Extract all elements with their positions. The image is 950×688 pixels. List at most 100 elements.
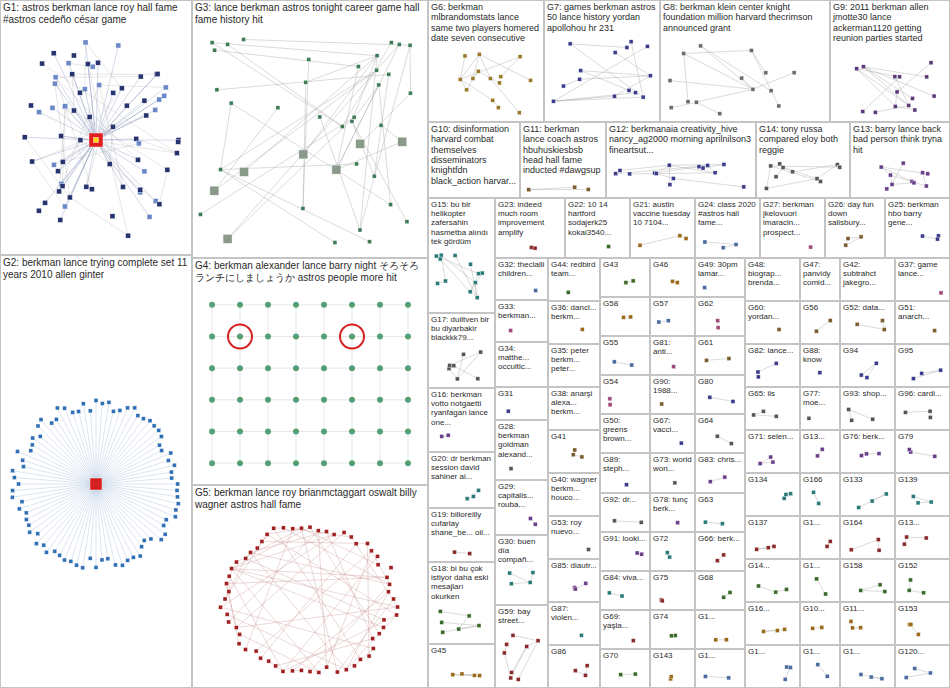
edge-line bbox=[324, 431, 352, 432]
vertex-dot bbox=[911, 494, 915, 498]
edge-line bbox=[96, 437, 161, 484]
vertex-dot bbox=[893, 75, 897, 79]
group-label: G1... bbox=[801, 560, 839, 571]
edge-line bbox=[455, 552, 470, 553]
vertex-dot bbox=[670, 279, 674, 283]
vertex-dot bbox=[237, 334, 243, 340]
group-box: G89: steph... bbox=[600, 453, 650, 493]
group-label: G153 bbox=[896, 603, 949, 614]
vertex-dot bbox=[377, 429, 383, 435]
vertex-dot bbox=[496, 106, 500, 110]
group-label: G1... bbox=[746, 646, 799, 657]
edge-line bbox=[501, 57, 520, 77]
vertex-dot bbox=[758, 462, 762, 466]
vertex-dot bbox=[928, 671, 932, 675]
vertex-dot bbox=[645, 44, 649, 48]
group-box: G22: 10 14 hartford sodajerk25 kokai3540… bbox=[565, 198, 630, 258]
vertex-dot bbox=[727, 676, 731, 680]
vertex-dot bbox=[628, 172, 632, 176]
vertex-dot bbox=[453, 550, 457, 554]
group-box: G16: berkman votto notgaetti ryanfagan l… bbox=[428, 388, 495, 452]
vertex-dot bbox=[654, 172, 658, 176]
vertex-dot bbox=[62, 104, 67, 109]
vertex-dot bbox=[173, 515, 177, 519]
edge-line bbox=[324, 399, 352, 400]
vertex-dot bbox=[633, 672, 637, 676]
vertex-dot bbox=[704, 358, 708, 362]
vertex-dot bbox=[159, 435, 163, 439]
edge-line bbox=[380, 399, 408, 400]
vertex-dot bbox=[648, 74, 652, 78]
vertex-dot bbox=[52, 81, 57, 86]
vertex-dot bbox=[267, 659, 271, 663]
vertex-dot bbox=[509, 328, 513, 332]
group-label: G87: violen... bbox=[549, 603, 599, 623]
edge-line bbox=[459, 626, 479, 629]
group-label: G77: moe... bbox=[801, 388, 839, 408]
group-box: G93: shop... bbox=[840, 387, 895, 430]
vertex-dot bbox=[335, 670, 339, 674]
vertex-dot bbox=[475, 296, 479, 300]
group-label: G19: billoreilly cufarlay shane_be... oi… bbox=[429, 509, 494, 539]
vertex-dot bbox=[440, 434, 444, 438]
group-label: G31 bbox=[496, 388, 547, 399]
edge-line bbox=[296, 305, 297, 337]
vertex-dot bbox=[789, 492, 793, 496]
vertex-dot bbox=[126, 233, 131, 238]
edge-line bbox=[214, 108, 278, 191]
vertex-dot bbox=[392, 597, 396, 601]
edge-line bbox=[793, 165, 838, 172]
group-label: G139 bbox=[896, 474, 949, 485]
vertex-dot bbox=[259, 656, 263, 660]
vertex-dot bbox=[529, 78, 533, 82]
vertex-dot bbox=[607, 591, 611, 595]
vertex-dot bbox=[911, 377, 915, 381]
group-box: G21: austin vaccine tuesday 10 7104... bbox=[630, 198, 695, 258]
vertex-dot bbox=[358, 228, 362, 232]
group-box: G91: looki... bbox=[600, 532, 650, 571]
edge-line bbox=[324, 304, 352, 305]
vertex-dot bbox=[240, 167, 249, 176]
edge-line bbox=[268, 336, 296, 337]
vertex-dot bbox=[675, 281, 679, 285]
vertex-dot bbox=[825, 674, 829, 678]
vertex-dot bbox=[624, 281, 628, 285]
vertex-dot bbox=[118, 408, 122, 412]
group-label: G76: berk... bbox=[841, 431, 894, 442]
edge-line bbox=[96, 484, 164, 525]
vertex-dot bbox=[354, 542, 358, 546]
vertex-dot bbox=[465, 497, 469, 501]
vertex-dot bbox=[880, 677, 884, 681]
vertex-dot bbox=[873, 110, 877, 114]
vertex-dot bbox=[774, 175, 778, 179]
vertex-dot bbox=[936, 237, 940, 241]
edge-line bbox=[861, 590, 885, 591]
vertex-dot bbox=[10, 495, 14, 499]
edge-line bbox=[895, 106, 915, 110]
vertex-dot bbox=[457, 627, 461, 631]
vertex-dot bbox=[40, 61, 45, 66]
vertex-dot bbox=[476, 377, 480, 381]
vertex-dot bbox=[480, 271, 484, 275]
vertex-dot bbox=[165, 167, 170, 172]
vertex-dot bbox=[824, 592, 828, 596]
group-label: G16... bbox=[746, 603, 799, 614]
vertex-dot bbox=[69, 559, 73, 563]
edge-line bbox=[58, 88, 122, 171]
vertex-dot bbox=[671, 176, 675, 180]
vertex-dot bbox=[729, 442, 733, 446]
edge-line bbox=[296, 336, 324, 337]
vertex-dot bbox=[321, 302, 327, 308]
highlight-ring bbox=[340, 325, 364, 349]
edge-line bbox=[96, 472, 171, 484]
edge-line bbox=[60, 140, 96, 220]
vertex-dot bbox=[766, 546, 770, 550]
edge-line bbox=[581, 71, 629, 91]
vertex-dot bbox=[903, 410, 907, 414]
edge-line bbox=[96, 465, 174, 484]
edge-line bbox=[232, 569, 387, 578]
vertex-dot bbox=[299, 526, 303, 530]
vertex-dot bbox=[209, 397, 215, 403]
vertex-dot bbox=[371, 637, 375, 641]
edge-line bbox=[669, 165, 671, 184]
